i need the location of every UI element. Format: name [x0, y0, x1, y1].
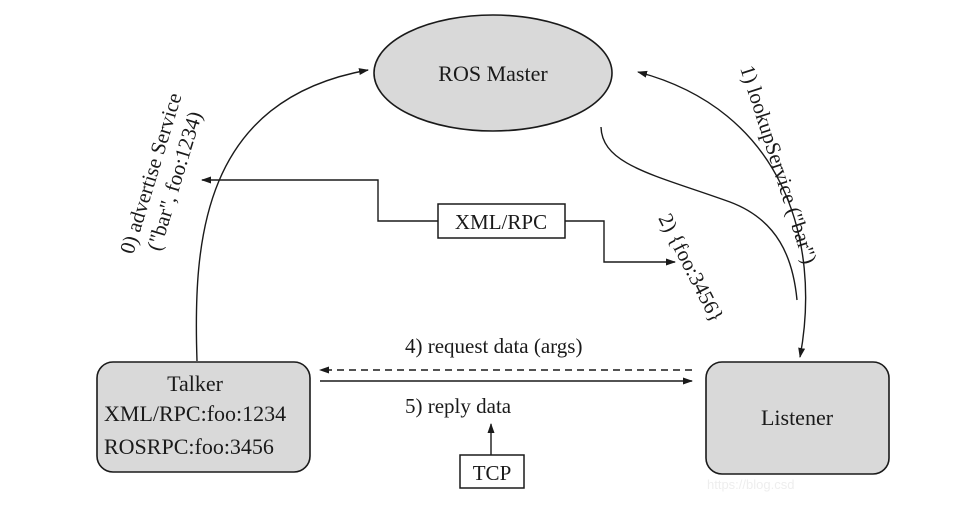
tcp-label: TCP [473, 461, 512, 485]
master-reply-curve [600, 126, 798, 301]
listener-box [705, 361, 890, 475]
watermark-text: https://blog.csd [707, 477, 794, 492]
listener-label: Listener [761, 405, 834, 430]
lookup-service-label: 1) lookupService ("bar") [735, 62, 822, 267]
xmlrpc-box [437, 203, 566, 239]
lookup-arrow [637, 70, 807, 358]
ros-master-node: ROS Master [373, 14, 613, 132]
talker-box [96, 361, 311, 473]
listener-node: Listener [705, 361, 890, 475]
talker-node: Talker XML/RPC:foo:1234 ROSRPC:foo:3456 [96, 361, 311, 473]
advertise-arrow [195, 68, 369, 362]
ros-master-label: ROS Master [438, 61, 548, 86]
request-data-label: 4) request data (args) [405, 334, 582, 358]
xmlrpc-left-arrow [201, 176, 438, 222]
xmlrpc-label: XML/RPC [455, 210, 547, 234]
talker-xmlrpc-address: XML/RPC:foo:1234 [104, 401, 286, 426]
talker-rosrpc-address: ROSRPC:foo:3456 [104, 434, 274, 459]
xmlrpc-right-arrow [565, 220, 676, 266]
talker-title: Talker [167, 371, 224, 396]
reply-data-label: 5) reply data [405, 394, 512, 418]
ros-master-ellipse [373, 14, 613, 132]
reply-address-label: 2) {foo:3456} [654, 209, 729, 326]
tcp-box [459, 454, 525, 489]
